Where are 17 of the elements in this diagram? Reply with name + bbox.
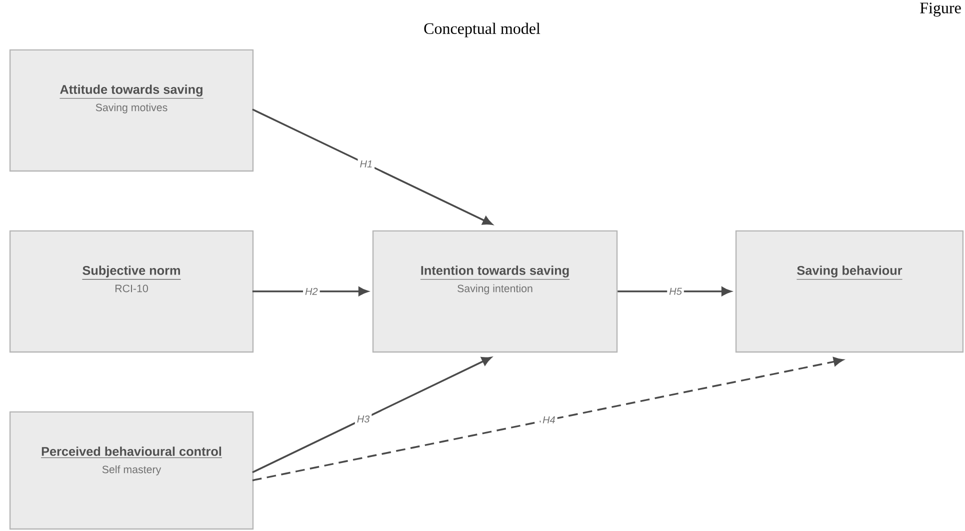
process-box: Intention towards saving Saving intention bbox=[372, 230, 618, 353]
title: Conceptual model bbox=[424, 22, 540, 38]
figure-label: Figure bbox=[920, 2, 961, 17]
process-box: Attitude towards saving Saving motives bbox=[9, 49, 254, 172]
process-box: Subjective norm RCI-10 bbox=[9, 230, 254, 353]
arrow bbox=[252, 286, 368, 296]
arrow bbox=[252, 356, 492, 474]
edge-label: H1 bbox=[358, 158, 375, 170]
edge-label: H2 bbox=[303, 286, 320, 297]
edge-label: H5 bbox=[667, 286, 684, 297]
process-box: Perceived behavioural control Self mastery bbox=[9, 411, 254, 530]
arrow bbox=[618, 286, 732, 296]
edge-label: H4 bbox=[540, 414, 558, 426]
process-box: Saving behaviour bbox=[735, 230, 964, 353]
edge-label: H3 bbox=[354, 413, 372, 425]
arrow bbox=[252, 357, 844, 482]
arrow bbox=[252, 108, 493, 225]
